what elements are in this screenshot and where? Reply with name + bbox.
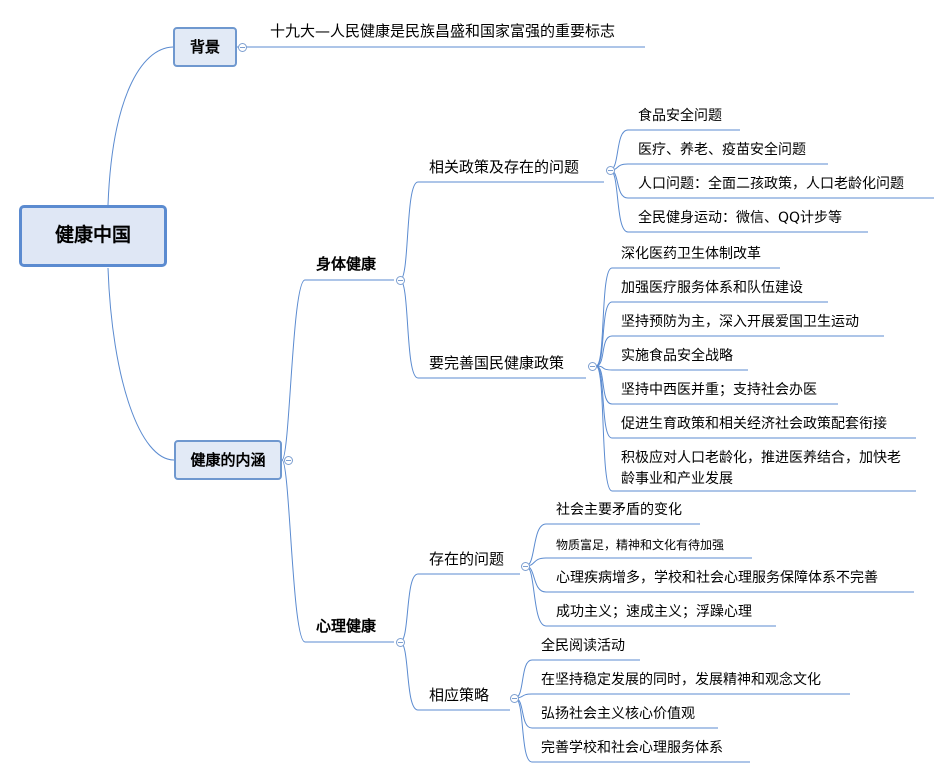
list-item: 全民健身运动：微信、QQ计步等 — [638, 210, 843, 226]
collapse-toggle-icon[interactable] — [606, 166, 615, 175]
improve-policy-node[interactable]: 要完善国民健康政策 — [429, 354, 565, 372]
list-item: 弘扬社会主义核心价值观 — [541, 706, 695, 722]
list-item: 完善学校和社会心理服务体系 — [541, 740, 723, 756]
background-item: 十九大—人民健康是民族昌盛和国家富强的重要标志 — [270, 22, 616, 40]
problems-node[interactable]: 存在的问题 — [429, 550, 505, 568]
list-item: 全民阅读活动 — [541, 638, 625, 654]
physical-health-node[interactable]: 身体健康 — [316, 255, 377, 273]
collapse-toggle-icon[interactable] — [396, 276, 405, 285]
list-item: 深化医药卫生体制改革 — [621, 246, 761, 262]
collapse-toggle-icon[interactable] — [588, 362, 597, 371]
list-item: 物质富足，精神和文化有待加强 — [556, 538, 725, 552]
collapse-toggle-icon[interactable] — [238, 43, 247, 52]
list-item: 加强医疗服务体系和队伍建设 — [621, 280, 803, 296]
connotation-node[interactable]: 健康的内涵 — [174, 440, 282, 480]
policies-problems-node[interactable]: 相关政策及存在的问题 — [429, 158, 580, 176]
list-item: 在坚持稳定发展的同时，发展精神和观念文化 — [541, 672, 821, 688]
list-item: 人口问题：全面二孩政策，人口老龄化问题 — [638, 176, 904, 192]
list-item: 成功主义；速成主义；浮躁心理 — [556, 604, 752, 620]
list-item: 坚持中西医并重；支持社会办医 — [621, 382, 817, 398]
list-item: 坚持预防为主，深入开展爱国卫生运动 — [621, 314, 859, 330]
collapse-toggle-icon[interactable] — [284, 456, 293, 465]
collapse-toggle-icon[interactable] — [510, 694, 519, 703]
list-item: 食品安全问题 — [638, 108, 722, 124]
list-item: 医疗、养老、疫苗安全问题 — [638, 142, 806, 158]
list-item: 促进生育政策和相关经济社会政策配套衔接 — [621, 416, 887, 432]
list-item: 心理疾病增多，学校和社会心理服务保障体系不完善 — [556, 570, 878, 586]
list-item: 社会主要矛盾的变化 — [556, 502, 682, 518]
background-node[interactable]: 背景 — [173, 27, 237, 67]
collapse-toggle-icon[interactable] — [396, 638, 405, 647]
strategies-node[interactable]: 相应策略 — [429, 686, 490, 704]
collapse-toggle-icon[interactable] — [521, 562, 530, 571]
list-item: 实施食品安全战略 — [621, 348, 733, 364]
mental-health-node[interactable]: 心理健康 — [316, 617, 377, 635]
list-item: 积极应对人口老龄化，推进医养结合，加快老龄事业和产业发展 — [621, 450, 901, 487]
root-node[interactable]: 健康中国 — [19, 205, 167, 267]
